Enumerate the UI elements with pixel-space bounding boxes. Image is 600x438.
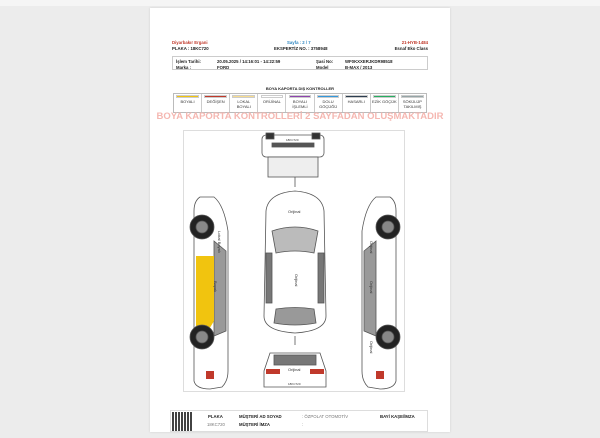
- signature-footer: [170, 410, 428, 432]
- vehicle-info: İşlem Tarihi: 20.05.2025 / 14:16:01 - 14…: [172, 56, 428, 70]
- right-side-view: [361, 196, 401, 390]
- legend-label: EZİK GÖÇÜK: [371, 99, 397, 104]
- qr-code: [172, 412, 192, 431]
- left-label-a: Lokal Boyalı: [217, 231, 222, 253]
- customer-sign-value: :: [302, 422, 304, 427]
- color-legend: BOYALI DEĞİŞEN LOKAL BOYALI ORİJİNAL BOYALI …: [173, 93, 427, 113]
- legend-swatch: [316, 95, 340, 98]
- right-label-a: Orijinal: [369, 241, 374, 254]
- legend-item: SÖKÜLÜP TAKILMIŞ: [399, 94, 426, 112]
- legend-item: BOYALI: [174, 94, 203, 112]
- painted-area: [196, 256, 214, 331]
- right-label-b: Orijinal: [369, 281, 374, 294]
- legend-label: HASARLI: [347, 99, 365, 104]
- legend-swatch: [373, 95, 396, 98]
- top-view: [263, 190, 327, 334]
- legend-label: BOYALI: [180, 99, 195, 104]
- rear-plate: 18KC720: [288, 382, 301, 386]
- legend-swatch: [401, 95, 424, 98]
- package-name: Esnaf Eko Class: [394, 46, 428, 51]
- legend-label: DEĞİŞEN: [206, 99, 225, 104]
- chassis-label: Şasi No:: [316, 58, 334, 64]
- customer-sign-label: MÜŞTERİ İMZA: [239, 422, 271, 427]
- legend-swatch: [288, 95, 312, 98]
- left-label-b: Boyalı: [213, 281, 218, 292]
- hood-label: Orijinal: [288, 209, 301, 214]
- customer-label: MÜŞTERİ AD SOYAD: [239, 414, 282, 419]
- legend-item: BOYALI İŞLEMLİ: [286, 94, 315, 112]
- warning-text: BOYA KAPORTA KONTROLLERİ 2 SAYFADAN OLUŞ…: [156, 111, 444, 122]
- front-view: [261, 132, 325, 178]
- plate-line: PLAKA : 18KC720: [172, 46, 209, 51]
- page-number: Sayfa : 2 / 7: [287, 40, 311, 45]
- legend-label: ORİJİNAL: [262, 99, 281, 104]
- legend-label: BOYALI İŞLEMLİ: [292, 99, 308, 109]
- legend-item: DEĞİŞEN: [202, 94, 231, 112]
- chassis-value: WF0KXXERJKDR98518: [345, 58, 393, 64]
- car-diagram: Orijinal Orijinal Orijinal 18KC720 18KC7…: [183, 130, 405, 392]
- brand-value: FORD: [217, 64, 230, 70]
- legend-item: ORİJİNAL: [258, 94, 287, 112]
- legend-label: SÖKÜLÜP TAKILMIŞ: [402, 99, 422, 109]
- legend-label: DOLU GÖÇÜĞÜ: [319, 99, 338, 109]
- legend-swatch: [176, 95, 199, 98]
- legend-swatch: [232, 95, 256, 98]
- branch-name: Diyarbakır Ergani: [172, 40, 208, 45]
- report-page: Diyarbakır Ergani PLAKA : 18KC720 Sayfa …: [150, 8, 450, 432]
- browser-top: [0, 0, 600, 6]
- right-label-c: Orijinal: [369, 341, 374, 354]
- car-diagram-svg: Orijinal Orijinal Orijinal 18KC720 18KC7…: [189, 132, 401, 390]
- model-label: Model: [316, 64, 329, 70]
- expertise-no: EKSPERTİZ NO. : 3758948: [274, 46, 328, 51]
- footer-plate-value: 18KC720: [207, 422, 225, 427]
- footer-plate-label: PLAKA: [208, 414, 223, 419]
- customer-value: : ÖZPOLAT OTOMOTİV: [302, 414, 349, 419]
- date-value: 20.05.2025 / 14:16:01 - 14:22:59: [217, 58, 281, 64]
- left-side-view: [189, 196, 229, 390]
- front-plate: 18KC720: [286, 138, 299, 142]
- legend-swatch: [344, 95, 368, 98]
- model-value: B-MAX / 2013: [345, 64, 373, 70]
- legend-item: LOKAL BOYALI: [230, 94, 259, 112]
- section-title: BOYA KAPORTA DIŞ KONTROLLER: [265, 86, 335, 91]
- legend-swatch: [260, 95, 284, 98]
- roof-label: Orijinal: [294, 274, 299, 287]
- legend-label: LOKAL BOYALI: [236, 99, 251, 109]
- date-label: İşlem Tarihi:: [176, 58, 201, 64]
- brand-label: Marka :: [176, 64, 192, 70]
- dealer-stamp-label: BAYİ KAŞE/İMZA: [380, 414, 415, 419]
- rear-label: Orijinal: [288, 367, 301, 372]
- legend-item: EZİK GÖÇÜK: [371, 94, 399, 112]
- rear-view: [263, 352, 327, 388]
- legend-item: DOLU GÖÇÜĞÜ: [315, 94, 343, 112]
- legend-swatch: [204, 95, 227, 98]
- report-code: 21-HYB-1484: [401, 40, 428, 45]
- legend-item: HASARLI: [343, 94, 371, 112]
